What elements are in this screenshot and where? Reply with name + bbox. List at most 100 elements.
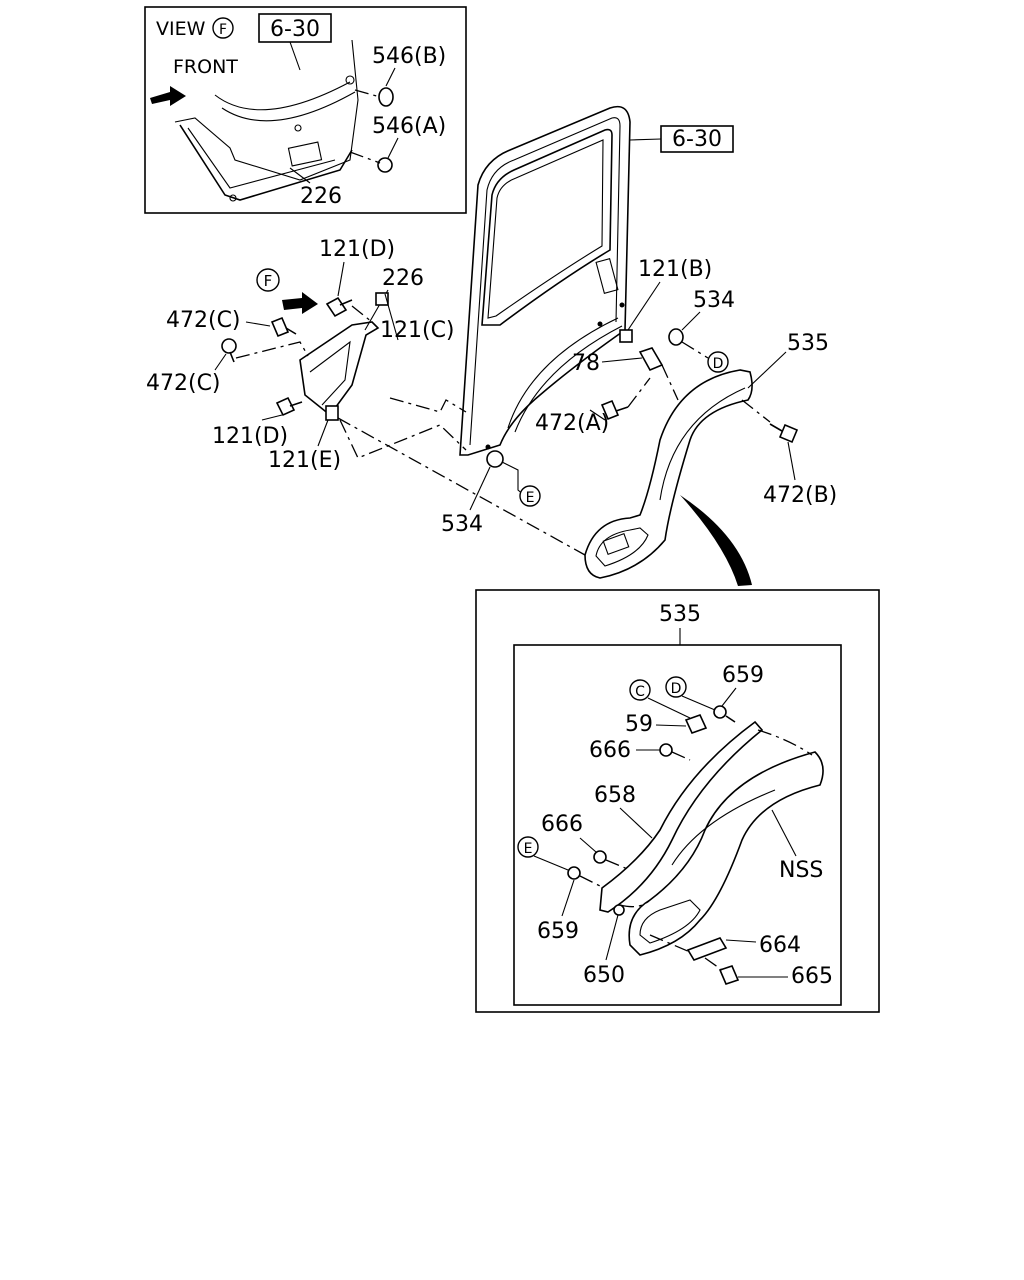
bolt-121d-top-shank — [339, 299, 353, 306]
view-marker-f — [256, 268, 280, 292]
callout-534-top: 534 — [693, 288, 735, 313]
front-label: FRONT — [173, 56, 238, 78]
callout-535: 535 — [787, 331, 829, 356]
screw-665 — [718, 965, 740, 985]
dash-666-mid — [605, 859, 631, 871]
bolt-472b — [778, 423, 799, 444]
dash-78 — [661, 364, 679, 401]
leader-121d-top — [337, 261, 345, 297]
leader-78 — [601, 357, 643, 363]
detail-marker-e — [517, 836, 539, 858]
bolt-121d-bot-shank — [289, 401, 303, 407]
inset-535-inner-frame — [513, 644, 842, 1006]
grommet-534-top — [668, 328, 684, 346]
dash-472c-b — [235, 341, 309, 359]
inset-fastener-a — [229, 194, 237, 202]
inset-panel-curve-a — [214, 81, 351, 111]
callout-226: 226 — [382, 266, 424, 291]
bolt-472c-b — [221, 338, 237, 354]
step-bracket-inner — [309, 340, 351, 406]
grommet-546a — [377, 157, 393, 173]
detail-marker-e-letter: E — [524, 841, 533, 857]
door-hole-a — [619, 302, 625, 308]
leader-546a — [387, 137, 399, 159]
callout-121e: 121(E) — [268, 448, 341, 473]
leader-121e — [317, 419, 329, 447]
callout-121d-top: 121(D) — [319, 237, 395, 262]
label-546a: 546(A) — [372, 114, 446, 139]
detail-callout-666-mid: 666 — [541, 812, 583, 837]
inset-step-inner — [187, 127, 336, 189]
callout-78: 78 — [572, 351, 600, 376]
callout-472c-b: 472(C) — [146, 371, 221, 396]
bolt-472a-shank — [615, 406, 629, 412]
door-lower-curve-b — [514, 325, 623, 433]
step-535-pad — [602, 532, 630, 556]
detail-callout-650: 650 — [583, 963, 625, 988]
door-panel-inner-edge — [469, 117, 621, 446]
dash-nss-top — [757, 729, 813, 756]
bolt-121d-top — [325, 296, 348, 318]
clip-121b — [619, 329, 633, 343]
detail-callout-nss: NSS — [779, 858, 823, 883]
leader-nss — [771, 809, 797, 857]
clip-78 — [638, 347, 664, 372]
callout-121c: 121(C) — [380, 318, 455, 343]
leader-59 — [655, 724, 687, 727]
front-arrow-icon — [150, 86, 186, 106]
detail-marker-c-letter: C — [635, 684, 645, 700]
leader-121d-bot — [261, 414, 283, 421]
leader-534-top — [681, 311, 701, 331]
main-ref-box-label: 6-30 — [672, 127, 722, 152]
leader-666-mid — [579, 837, 597, 853]
leader-659-top — [721, 687, 737, 707]
leader-534-bot — [469, 466, 491, 511]
detail-callout-658: 658 — [594, 783, 636, 808]
dash-546a — [349, 151, 381, 164]
bolt-472a — [600, 399, 620, 421]
view-ref-marker — [212, 17, 234, 39]
dash-step — [337, 417, 586, 556]
step-535-recess — [595, 527, 649, 567]
molding-658 — [599, 720, 764, 913]
callout-534-bot: 534 — [441, 512, 483, 537]
screw-659-top-shank — [725, 715, 736, 723]
view-arrow-icon — [282, 292, 318, 314]
clip-121e — [325, 405, 339, 421]
dash-121e — [339, 419, 467, 459]
dash-664 — [649, 934, 691, 953]
inset-panel-outline — [174, 39, 359, 181]
callout-121b: 121(B) — [638, 257, 712, 282]
inset-hole — [345, 75, 355, 85]
callout-472c-a: 472(C) — [166, 308, 241, 333]
view-ref-letter: F — [219, 22, 227, 38]
leader-650 — [605, 914, 619, 961]
inset-535-detail: 535 C D E 659 59 666 658 — [475, 589, 880, 1013]
door-window-inner — [487, 139, 604, 319]
leader-226-inset — [289, 167, 311, 184]
detail-callout-59: 59 — [625, 712, 653, 737]
callout-472b: 472(B) — [763, 483, 837, 508]
dash-121c — [389, 397, 467, 413]
leader-472b — [787, 441, 796, 481]
leader-d-detail — [681, 695, 716, 711]
marker-e-letter: E — [526, 490, 535, 506]
leader-472c-b — [214, 353, 227, 371]
screw-659-bot — [567, 866, 581, 880]
marker-d-letter: D — [713, 356, 724, 372]
detail-callout-659-bot: 659 — [537, 919, 579, 944]
dash-546b — [354, 89, 381, 98]
clip-650 — [613, 904, 625, 916]
marker-d — [707, 351, 729, 373]
dash-121d-top — [351, 305, 373, 323]
step-535-edge — [659, 387, 746, 501]
label-226-inset: 226 — [300, 184, 342, 209]
clip-59 — [684, 714, 708, 734]
dash-nss-bot — [619, 899, 651, 908]
detail-callout-666-top: 666 — [589, 738, 631, 763]
view-label: VIEW — [156, 18, 206, 40]
leader-472c-a — [245, 321, 271, 327]
leader-472a — [589, 409, 606, 421]
detail-callout-659-top: 659 — [722, 663, 764, 688]
leader-658 — [619, 807, 653, 839]
